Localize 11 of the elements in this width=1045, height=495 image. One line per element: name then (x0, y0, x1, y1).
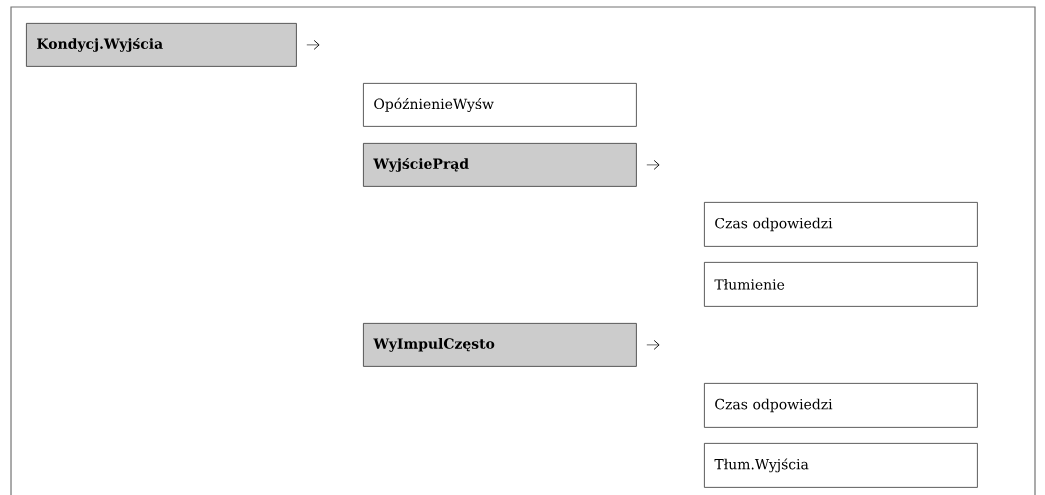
arrow (646, 159, 660, 170)
parameter-box: Czas odpowiedzi (704, 383, 978, 428)
parameter-box: Tłum.Wyjścia (704, 443, 978, 488)
submenu-box: WyjściePrąd (363, 143, 637, 187)
submenu-box: WyImpulCzęsto (363, 323, 637, 367)
submenu-box: Kondycj.Wyjścia (26, 23, 297, 67)
arrow (306, 39, 320, 50)
parameter-box: Czas odpowiedzi (704, 202, 978, 247)
parameter-box: Tłumienie (704, 262, 978, 307)
arrow (646, 339, 660, 350)
parameter-box: OpóźnienieWyśw (363, 83, 637, 127)
